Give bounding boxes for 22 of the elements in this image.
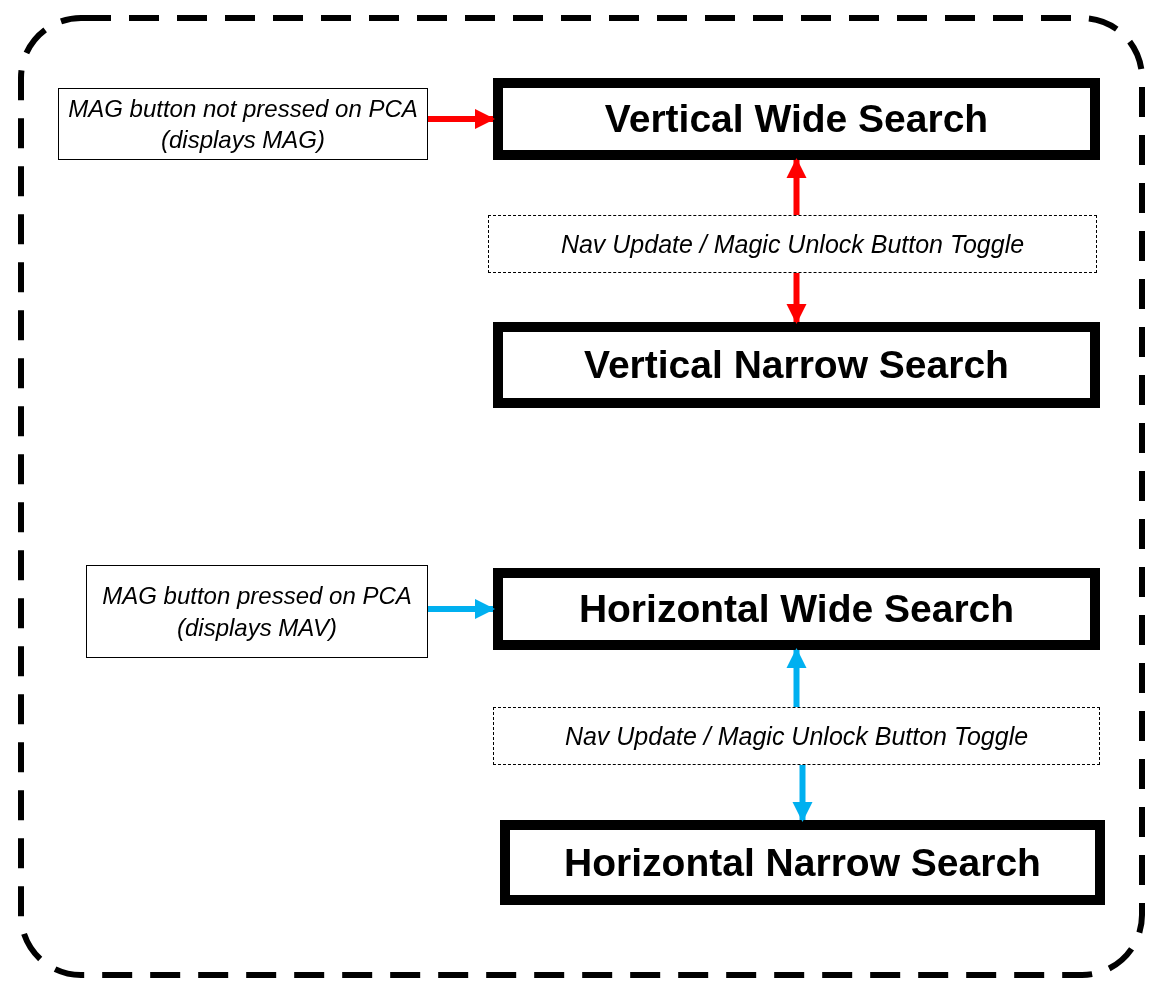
node-text: MAG button pressed on PCA (displays MAV) — [101, 581, 413, 643]
arrow — [786, 273, 807, 325]
arrow — [786, 647, 807, 707]
node-text: Nav Update / Magic Unlock Button Toggle — [564, 721, 1029, 751]
node-text: Vertical Wide Search — [604, 97, 989, 141]
state-box — [500, 820, 1105, 905]
arrow — [792, 765, 813, 823]
node-text: MAG button not pressed on PCA (displays MAG) — [67, 93, 419, 155]
condition-box — [86, 565, 428, 658]
state-box — [493, 78, 1100, 160]
node-text: Horizontal Wide Search — [578, 587, 1015, 631]
state-box — [493, 568, 1100, 650]
arrow — [428, 108, 496, 130]
state-box — [493, 322, 1100, 408]
event-box — [493, 707, 1100, 765]
node-text: Horizontal Narrow Search — [564, 840, 1041, 885]
arrow — [428, 598, 496, 620]
arrow — [786, 157, 807, 215]
node-text: Vertical Narrow Search — [584, 343, 1009, 387]
node-text: Nav Update / Magic Unlock Button Toggle — [560, 229, 1025, 259]
condition-box — [58, 88, 428, 160]
event-box — [488, 215, 1097, 273]
